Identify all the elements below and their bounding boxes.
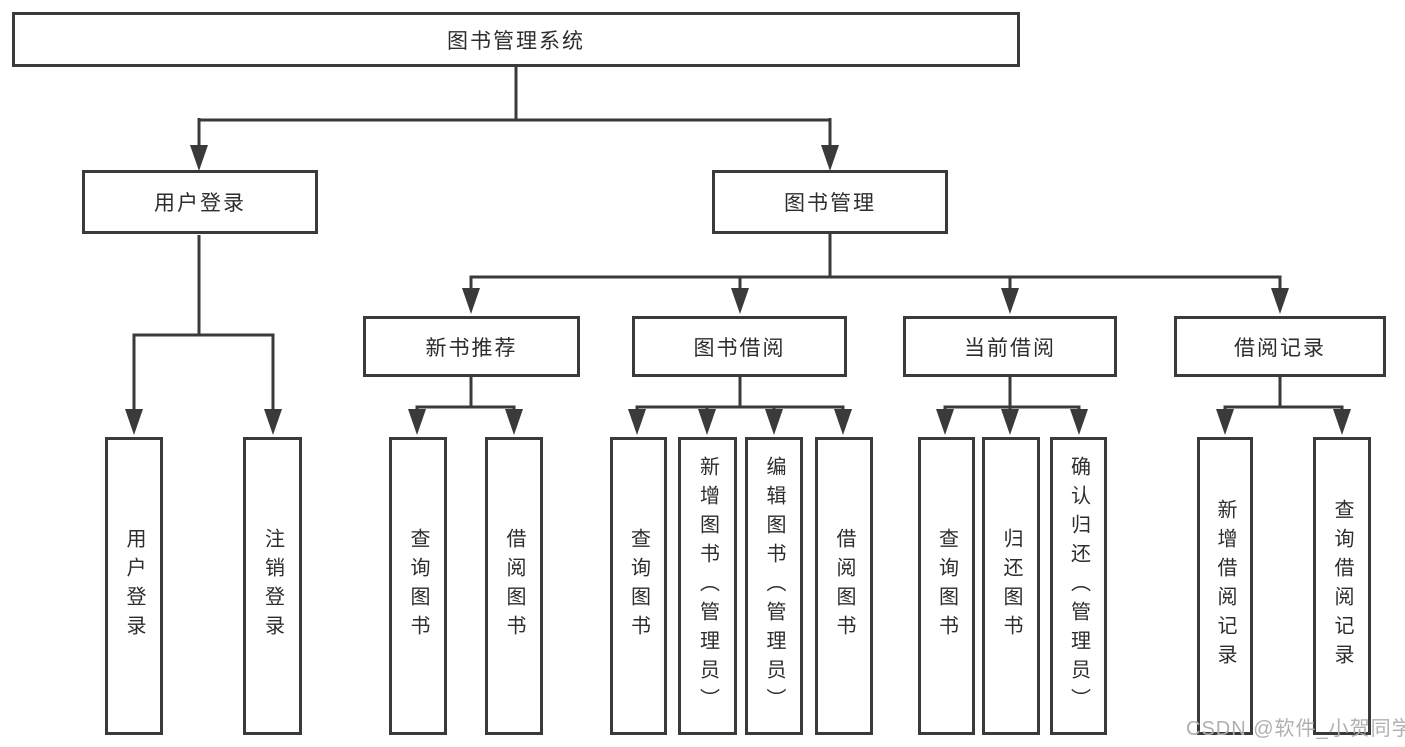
leaf-query-book-2: 查询图书 [610,437,667,735]
leaf-query-book-3: 查询图书 [918,437,975,735]
node-user-login-label: 用户登录 [154,192,246,215]
arrowhead [628,409,646,435]
node-current-borrow: 当前借阅 [903,316,1117,377]
arrowhead [1216,409,1234,435]
leaf-confirm-return-admin-label: 确认归还（管理员） [1067,455,1090,717]
node-current-borrow-label: 当前借阅 [964,336,1056,360]
arrowhead [1333,409,1351,435]
csdn-watermark: CSDN @软件_小贺同学 [1186,718,1405,740]
arrowhead [1001,409,1019,435]
leaf-query-book-3-label: 查询图书 [935,528,958,644]
arrowhead [821,145,839,171]
leaf-add-borrow-record-label: 新增借阅记录 [1214,499,1236,673]
leaf-query-borrow-record-label: 查询借阅记录 [1331,499,1353,673]
leaf-query-book-2-label: 查询图书 [627,528,650,644]
connector-book-borrow-to-leaves [635,377,845,414]
arrowhead [408,409,426,435]
node-root: 图书管理系统 [12,12,1020,67]
arrowhead [125,409,143,435]
leaf-query-book-1-label: 查询图书 [407,528,429,644]
node-new-book-recommend: 新书推荐 [363,316,580,377]
node-book-borrow-label: 图书借阅 [693,336,786,360]
arrowhead [1001,288,1019,314]
node-book-management: 图书管理 [712,170,948,234]
node-user-login: 用户登录 [82,170,318,234]
leaf-add-borrow-record: 新增借阅记录 [1197,437,1253,735]
leaf-user-login: 用户登录 [105,437,163,735]
leaf-logout: 注销登录 [243,437,302,735]
leaf-query-borrow-record: 查询借阅记录 [1313,437,1371,735]
leaf-edit-book-admin-label: 编辑图书（管理员） [763,455,785,717]
leaf-add-book-admin-label: 新增图书（管理员） [696,455,719,717]
arrowhead [834,409,852,435]
connector-user-login-to-leaves [132,235,275,413]
node-root-label: 图书管理系统 [447,29,585,53]
arrowhead [264,409,282,435]
arrowhead [765,409,783,435]
leaf-logout-label: 注销登录 [261,528,284,644]
arrowhead [1271,288,1289,314]
leaf-query-book-1: 查询图书 [389,437,447,735]
connector-current-borrow-to-leaves [943,377,1081,414]
node-new-book-recommend-label: 新书推荐 [425,336,518,360]
leaf-borrow-book-1-label: 借阅图书 [503,528,525,644]
leaf-add-book-admin: 新增图书（管理员） [678,437,737,735]
leaf-return-book: 归还图书 [982,437,1040,735]
node-borrow-record-label: 借阅记录 [1234,336,1326,360]
leaf-borrow-book-2-label: 借阅图书 [833,528,855,644]
leaf-confirm-return-admin: 确认归还（管理员） [1050,437,1107,735]
connector-book-management-to-level3 [469,234,1282,294]
leaf-borrow-book-1: 借阅图书 [485,437,543,735]
arrowhead [1070,409,1088,435]
node-borrow-record: 借阅记录 [1174,316,1386,377]
arrowhead [505,409,523,435]
arrowhead [698,409,716,435]
connector-new-book-to-leaves [415,377,516,414]
leaf-return-book-label: 归还图书 [1000,528,1022,644]
leaf-user-login-label: 用户登录 [123,528,145,644]
connector-borrow-record-to-leaves [1223,377,1344,414]
arrowhead [462,288,480,314]
leaf-borrow-book-2: 借阅图书 [815,437,873,735]
node-book-borrow: 图书借阅 [632,316,847,377]
arrowhead [936,409,954,435]
arrowhead [190,145,208,171]
arrowhead [731,288,749,314]
node-book-management-label: 图书管理 [784,192,876,215]
connector-root-to-level2 [197,65,832,150]
leaf-edit-book-admin: 编辑图书（管理员） [745,437,803,735]
